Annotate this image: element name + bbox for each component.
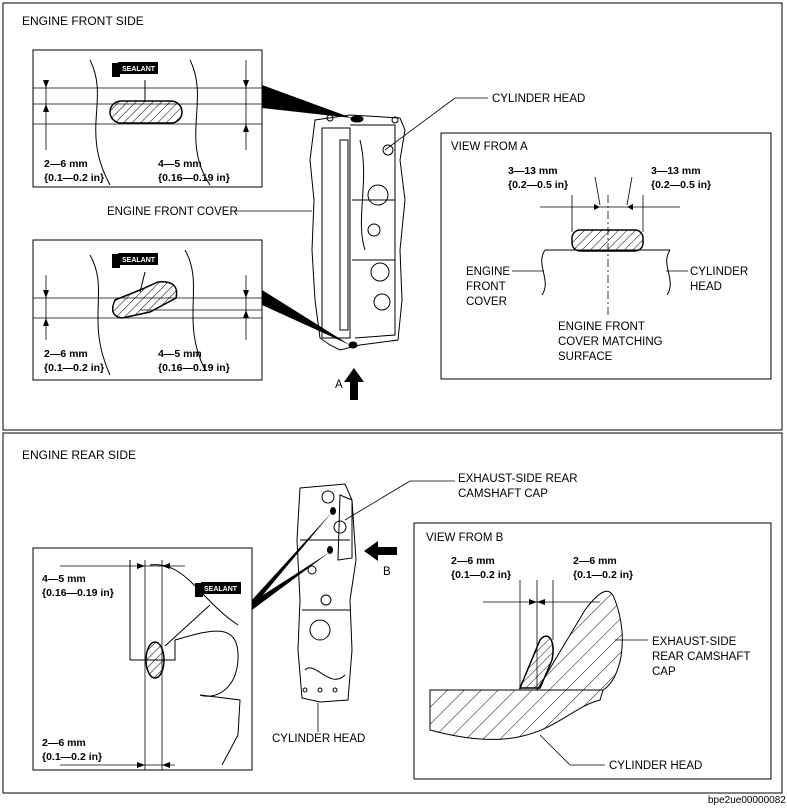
rear-side-frame (2, 432, 783, 794)
view-from-a: VIEW FROM A 3—13 mm {0.2—0.5 in} 3—13 mm… (440, 132, 772, 380)
rear-detail: SEALANT 4—5 mm {0.16—0.19 in} 2—6 mm {0.… (32, 547, 253, 771)
rear-cylinder-head-label: CYLINDER HEAD (272, 733, 365, 745)
engine-front-drawing (309, 114, 406, 351)
view-a-right-dim-2: {0.2—0.5 in} (651, 179, 711, 191)
detail2-left-dim-2: {0.1—0.2 in} (44, 362, 104, 374)
view-b-right-dim-1: 2—6 mm (573, 555, 617, 567)
view-b-cap-label-2: REAR CAMSHAFT (652, 651, 750, 663)
leader-wedge-1 (262, 85, 352, 118)
exhaust-cap-label-2: CAMSHAFT CAP (458, 488, 548, 500)
sealant-bead (109, 100, 183, 124)
arrow-a-icon (344, 368, 364, 400)
arrow-a-label: A (335, 379, 343, 391)
sealant-bead (571, 229, 644, 252)
view-a-bottom-label-3: SURFACE (558, 351, 613, 363)
sealant-bead (145, 641, 165, 679)
detail1-left-dim-1: 2—6 mm (44, 158, 88, 170)
view-b-cap-label-3: CAP (652, 666, 676, 678)
view-b-cylinder-head-label: CYLINDER HEAD (609, 760, 702, 772)
detail2-right-dim-1: 4—5 mm (158, 348, 202, 360)
view-a-title: VIEW FROM A (451, 141, 528, 153)
rear-top-dim-1: 4—5 mm (42, 573, 86, 585)
detail2-right-dim-2: {0.16—0.19 in} (158, 362, 230, 374)
view-b-left-dim-2: {0.1—0.2 in} (451, 569, 511, 581)
detail1-left-dim-2: {0.1—0.2 in} (44, 172, 104, 184)
view-from-b: VIEW FROM B 2—6 mm {0.1—0.2 in} 2—6 mm {… (413, 522, 772, 780)
leader-wedge-3 (252, 511, 333, 608)
sealant-stamp: SEALANT (122, 66, 156, 73)
figure-code: bpe2ue00000082 (708, 795, 786, 806)
arrow-b-icon (364, 541, 397, 561)
view-b-right-dim-2: {0.1—0.2 in} (573, 569, 633, 581)
view-b-title: VIEW FROM B (426, 532, 504, 544)
front-section-title: ENGINE FRONT SIDE (22, 14, 144, 28)
view-a-left-label-1: ENGINE (466, 266, 510, 278)
front-side-frame (2, 2, 783, 431)
view-a-left-dim-1: 3—13 mm (508, 165, 558, 177)
view-b-cap-label-1: EXHAUST-SIDE (652, 636, 737, 648)
camshaft-cap-shape (536, 590, 623, 691)
view-a-left-label-2: FRONT (466, 281, 506, 293)
view-a-bottom-label-2: COVER MATCHING (558, 336, 663, 348)
leader-wedge-4 (252, 552, 330, 610)
detail2-left-dim-1: 2—6 mm (44, 348, 88, 360)
sealant-bead (111, 281, 178, 319)
view-a-left-dim-2: {0.2—0.5 in} (508, 179, 568, 191)
exhaust-cap-label-1: EXHAUST-SIDE REAR (458, 473, 578, 485)
cylinder-head-shape (429, 689, 604, 740)
detail1-right-dim-1: 4—5 mm (158, 158, 202, 170)
sealant-stamp: SEALANT (204, 586, 238, 593)
rear-bottom-dim-2: {0.1—0.2 in} (42, 751, 102, 763)
engine-front-cover-label: ENGINE FRONT COVER (107, 206, 238, 218)
sealant-stamp: SEALANT (122, 257, 156, 264)
engine-rear-drawing (296, 483, 357, 703)
rear-bottom-dim-1: 2—6 mm (42, 737, 86, 749)
leader-wedge-2 (262, 290, 350, 345)
view-a-bottom-label-1: ENGINE FRONT (558, 321, 645, 333)
front-detail-1: SEALANT 2—6 mm {0.1—0.2 in} 4—5 mm {0.16… (32, 49, 263, 188)
sealant-bead (518, 635, 554, 689)
rear-top-dim-2: {0.16—0.19 in} (42, 587, 114, 599)
detail1-right-dim-2: {0.16—0.19 in} (158, 172, 230, 184)
arrow-b-label: B (383, 566, 391, 578)
view-a-right-label-1: CYLINDER (690, 266, 748, 278)
view-a-right-label-2: HEAD (690, 281, 722, 293)
cylinder-head-label: CYLINDER HEAD (492, 93, 585, 105)
view-b-left-dim-1: 2—6 mm (451, 555, 495, 567)
front-detail-2: SEALANT 2—6 mm {0.1—0.2 in} 4—5 mm {0.16… (32, 239, 263, 381)
view-a-right-dim-1: 3—13 mm (651, 165, 701, 177)
view-a-left-label-3: COVER (466, 296, 507, 308)
rear-section-title: ENGINE REAR SIDE (22, 448, 136, 462)
